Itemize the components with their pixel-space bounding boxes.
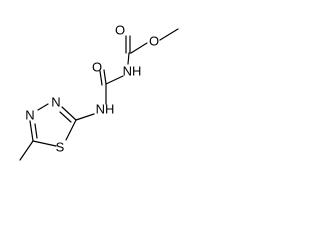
bond-ring-n4-c5-b — [34, 123, 38, 139]
bond-ring-n3-n4 — [37, 103, 49, 111]
bond-ring-s-c2 — [65, 119, 77, 141]
bond-ring-c2-n3-b — [59, 111, 72, 123]
urea-nh-label: NH — [96, 102, 115, 117]
ester-carbonyl-oxygen-label: O — [115, 23, 125, 38]
carbamate-nh-label: NH — [123, 64, 142, 79]
structure-diagram: O O NH O NH N N S — [0, 0, 194, 183]
bond-c5-methyl — [19, 140, 34, 161]
bond-ring-c2-n3-a — [61, 106, 77, 121]
ester-oxygen-label: O — [149, 34, 159, 49]
urea-carbonyl-oxygen-label: O — [92, 60, 102, 75]
ring-n4-label: N — [25, 108, 34, 123]
bond-urea-carbonyl-double-b — [99, 70, 103, 86]
bond-urea-nh-ring-c2 — [75, 113, 95, 121]
bond-carbonyl-carbon-carbamate-nh — [127, 52, 130, 65]
bond-ring-c5-s — [32, 140, 57, 147]
bond-ester-oxygen-carbonyl-carbon — [130, 42, 148, 54]
bond-methyl-ester-oxygen — [159, 28, 179, 41]
ring-n3-label: N — [51, 95, 60, 110]
molecule-svg: O O NH O NH N N S — [19, 23, 179, 161]
bonds — [19, 28, 179, 161]
ring-sulfur-label: S — [56, 140, 65, 155]
bond-carbamate-nh-urea-carbon — [105, 75, 124, 85]
bond-urea-carbonyl-double-a — [103, 69, 107, 85]
bond-ring-n4-c5-a — [29, 120, 34, 142]
atom-labels: O O NH O NH N N S — [25, 23, 159, 155]
